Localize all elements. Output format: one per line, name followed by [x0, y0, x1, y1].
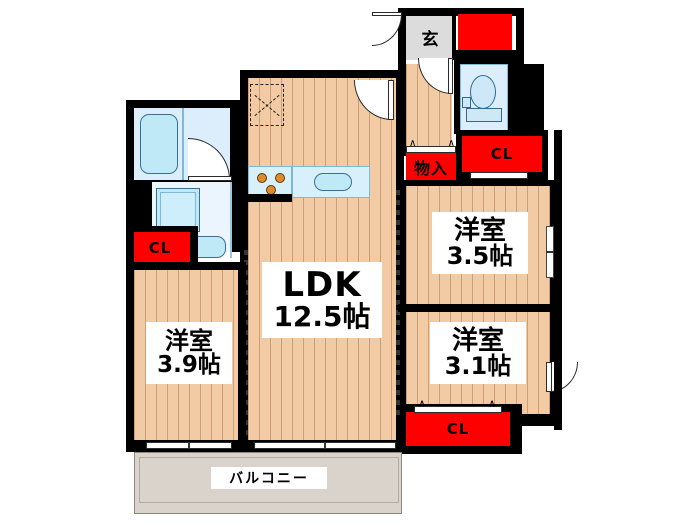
entrance-floor [406, 16, 454, 60]
bathtub-icon [140, 114, 178, 174]
toilet-flush-lever-icon [462, 97, 471, 108]
ldk-top-wall [240, 70, 404, 78]
entrance-label-text: 玄 [421, 29, 439, 50]
room-divider-right [398, 304, 554, 312]
ldk-floor [248, 78, 396, 444]
left-exterior-wall [126, 100, 134, 452]
shoe-cabinet-bottom-wall [454, 50, 516, 58]
storage-mark-left: ∧ [409, 138, 417, 149]
room-left-name: 洋室 [165, 327, 213, 356]
entrance-left-wall [398, 8, 406, 66]
storage-mark-right: ∧ [447, 138, 455, 149]
bathroom-door-leaf [188, 176, 232, 181]
balcony-slider-left-mullion [188, 442, 190, 449]
room-ur-size: 3.5帖 [446, 242, 514, 271]
toilet-bowl-icon [470, 75, 496, 109]
closet-lr-mark-right: ∧ [488, 397, 497, 410]
washing-machine-inner [160, 192, 196, 228]
room-lr-label: 洋室 3.1帖 [430, 322, 526, 384]
toilet-left-wall [454, 56, 460, 134]
storage-door-panel [406, 146, 456, 153]
bathroom-divider [182, 108, 184, 180]
refrigerator-space-icon [250, 84, 284, 126]
balcony-label: バルコニー [211, 467, 327, 489]
upper-right-wall-block [508, 64, 544, 134]
closet-lr-mark-left: ∧ [418, 397, 427, 410]
ldk-label: LDK 12.5帖 [262, 262, 382, 338]
closet-left-label: CL [148, 239, 172, 257]
entrance-block-wall [398, 8, 524, 16]
closet-left: CL [130, 232, 190, 264]
storage-closet: 物入 [406, 152, 456, 182]
room-lr-name: 洋室 [451, 325, 504, 356]
entrance-right-wall [516, 8, 524, 66]
closet-upper-right: CL [462, 136, 542, 172]
right-exterior-wall [554, 130, 562, 430]
storage-label: 物入 [413, 159, 448, 178]
ldk-size: 12.5帖 [273, 300, 371, 334]
closet-ur-door-panel [470, 172, 528, 179]
toilet-tank-icon [466, 108, 502, 122]
kitchen-counter [248, 166, 370, 198]
balcony-label-text: バルコニー [229, 471, 309, 487]
balcony-area: バルコニー [134, 452, 402, 514]
closet-ur-label: CL [490, 145, 514, 163]
closet-lower-right: CL [406, 412, 510, 446]
shoe-cabinet [458, 14, 512, 50]
room-ur-label: 洋室 3.5帖 [432, 212, 528, 274]
kitchen-wall-stub [240, 194, 292, 202]
entrance-door-leaf [372, 12, 402, 16]
washroom-right-edge [230, 182, 232, 258]
entrance-label: 玄 [412, 22, 448, 52]
balcony-slider-right-mullion [324, 442, 326, 449]
ldk-left-sliding-partition [244, 250, 248, 440]
balcony-inner-edge [139, 457, 399, 503]
burner-2-icon [275, 173, 285, 183]
room-left-size: 3.9帖 [157, 351, 221, 378]
room-left-label: 洋室 3.9帖 [146, 322, 232, 384]
storage-door-marks: ∧ ∧ [409, 139, 455, 149]
room-lr-door-leaf [546, 362, 552, 392]
ldk-name: LDK [282, 265, 362, 306]
kitchen-sink-basin [314, 173, 352, 191]
room-lr-size: 3.1帖 [444, 352, 512, 381]
closet-lr-door-panel [414, 406, 502, 413]
ldk-door-leaf [388, 80, 394, 120]
burner-1-icon [257, 173, 267, 183]
room-ur-name: 洋室 [453, 215, 506, 246]
toilet-frame-top [458, 56, 524, 64]
closet-lr-label: CL [446, 420, 470, 438]
hallway-door-leaf [448, 58, 453, 94]
room-ur-window-mullion [546, 251, 554, 253]
genkan-divider [452, 16, 456, 60]
